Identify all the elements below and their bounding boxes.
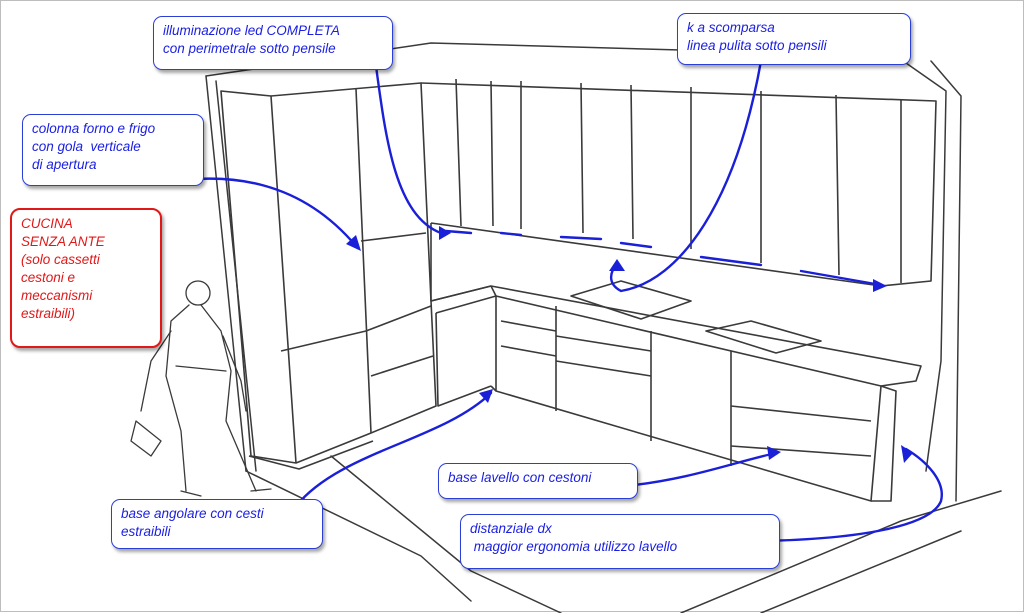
note-illuminazione: illuminazione led COMPLETA con perimetra… (153, 16, 393, 70)
note-line: k a scomparsa (687, 20, 775, 35)
worker-figure (130, 280, 272, 497)
note-line: SENZA ANTE (21, 234, 105, 249)
wall-units (420, 78, 937, 302)
note-colonna: colonna forno e frigo con gola verticale… (22, 114, 204, 186)
note-base-lavello: base lavello con cestoni (438, 463, 638, 499)
note-line: base lavello con cestoni (448, 470, 592, 485)
note-line: (solo cassetti (21, 252, 100, 267)
note-line: linea pulita sotto pensili (687, 38, 827, 53)
note-line: illuminazione led COMPLETA (163, 23, 340, 38)
note-line: con gola verticale (32, 139, 141, 154)
note-cucina-senza-ante: CUCINA SENZA ANTE (solo cassetti cestoni… (10, 208, 162, 348)
note-line: CUCINA (21, 216, 73, 231)
note-line: maggior ergonomia utilizzo lavello (470, 539, 678, 554)
tall-column-units (220, 82, 437, 470)
note-line: con perimetrale sotto pensile (163, 41, 336, 56)
note-line: meccanismi (21, 288, 93, 303)
note-line: cestoni e (21, 270, 76, 285)
note-line: estraibili (121, 524, 171, 539)
note-ka-scomparsa: k a scomparsa linea pulita sotto pensili (677, 13, 911, 65)
note-line: distanziale dx (470, 521, 552, 536)
note-distanziale: distanziale dx maggior ergonomia utilizz… (460, 514, 780, 569)
note-line: di apertura (32, 157, 97, 172)
note-line: base angolare con cesti (121, 506, 264, 521)
base-units (430, 280, 922, 502)
note-line: colonna forno e frigo (32, 121, 156, 136)
note-base-angolare: base angolare con cesti estraibili (111, 499, 323, 549)
arrow-heads (346, 226, 913, 463)
note-line: estraibili) (21, 306, 76, 321)
